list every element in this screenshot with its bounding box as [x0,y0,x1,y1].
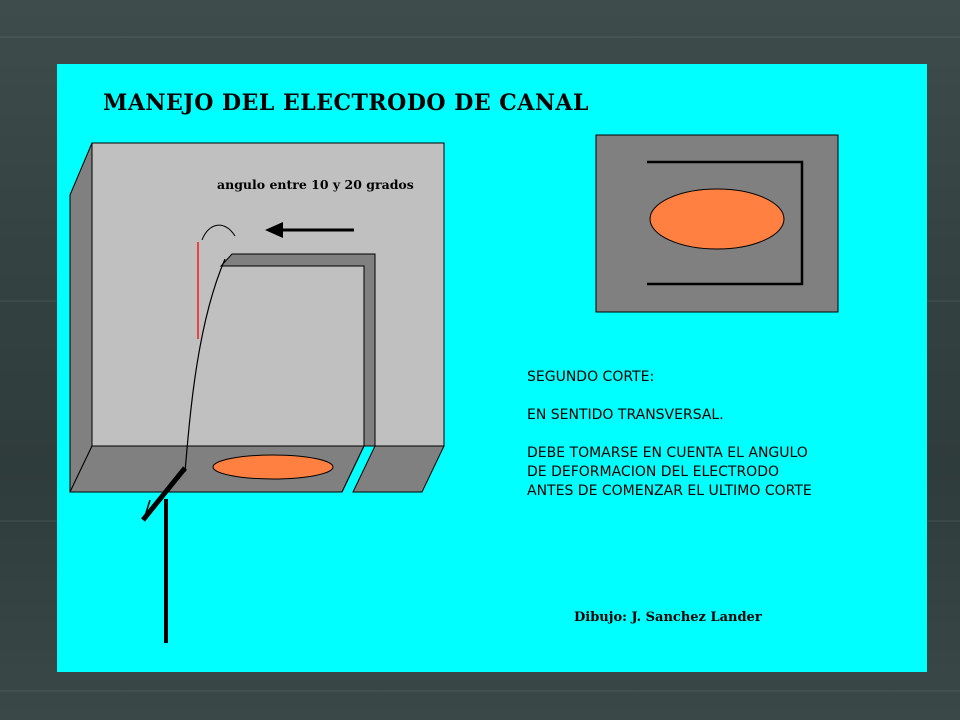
block-front-face [91,142,445,447]
description-line-3: DEBE TOMARSE EN CUENTA EL ANGULO DE DEFO… [527,444,812,501]
arrow-head [265,222,283,238]
cross-section-groove [647,160,804,286]
description-line-3c: ANTES DE COMENZAR EL ULTIMO CORTE [527,483,812,499]
drawing-credit: Dibujo: J. Sanchez Lander [574,610,762,625]
description-line-1: SEGUNDO CORTE: [527,369,655,385]
slide-title: MANEJO DEL ELECTRODO DE CANAL [103,90,589,116]
block-side-face [69,142,93,493]
description-line-2: EN SENTIDO TRANSVERSAL. [527,407,724,423]
description-line-3b: DE DEFORMACION DEL ELECTRODO [527,464,779,480]
description-text: SEGUNDO CORTE: EN SENTIDO TRANSVERSAL. D… [527,368,812,520]
block-bottom-right [352,445,445,493]
description-line-3a: DEBE TOMARSE EN CUENTA EL ANGULO [527,445,808,461]
electrode-wire [184,258,226,473]
metal-block [69,142,445,493]
weld-pool-section [649,188,785,250]
groove-gap-line [341,445,365,493]
angle-annotation: angulo entre 10 y 20 grados [217,177,414,192]
electrode-holder-jaw [144,499,151,517]
slide: MANEJO DEL ELECTRODO DE CANAL angulo ent… [57,64,927,672]
direction-arrow [265,222,354,238]
electrode-tip-curl [201,224,236,241]
electrode-holder-clamp [141,466,187,522]
weld-pool-front [212,454,334,480]
cross-section-view [595,134,839,313]
electrode [141,224,236,643]
welding-diagram [69,134,839,643]
